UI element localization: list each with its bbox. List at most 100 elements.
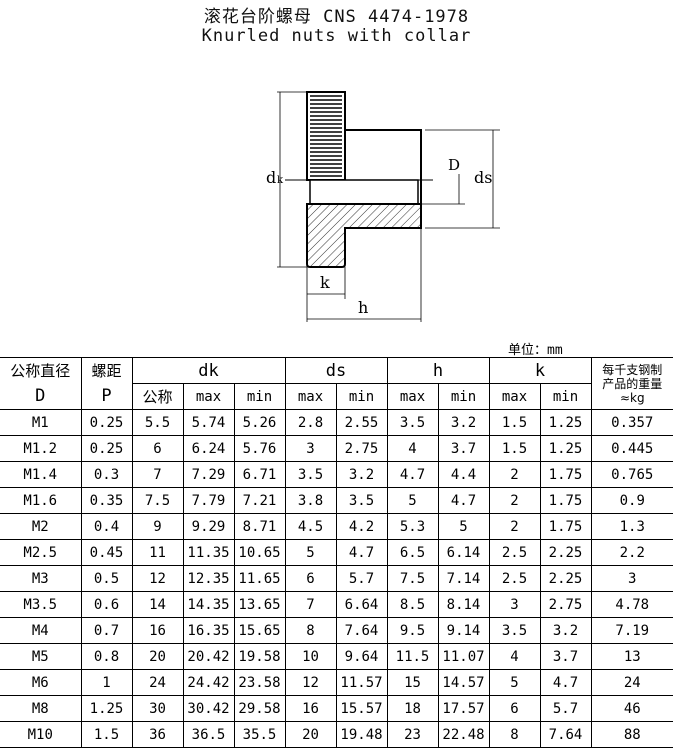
table-cell: 10 bbox=[284, 643, 337, 670]
table-cell: 7.5 bbox=[131, 487, 184, 514]
table-cell: 36 bbox=[131, 721, 184, 748]
header-d: D bbox=[0, 383, 82, 410]
k-label: k bbox=[320, 273, 330, 292]
table-cell: 5 bbox=[386, 487, 439, 514]
table-cell: 1.25 bbox=[80, 695, 133, 722]
header-h: h bbox=[386, 357, 490, 384]
table-cell: 3.5 bbox=[335, 487, 388, 514]
table-cell: 9.14 bbox=[437, 617, 490, 644]
table-cell: 19.58 bbox=[233, 643, 286, 670]
table-cell: M8 bbox=[0, 695, 82, 722]
table-cell: 20 bbox=[131, 643, 184, 670]
table-cell: 4.78 bbox=[590, 591, 673, 618]
table-cell: 24 bbox=[131, 669, 184, 696]
table-cell: 4.7 bbox=[335, 539, 388, 566]
table-cell: 5.7 bbox=[335, 565, 388, 592]
table-cell: 5.7 bbox=[539, 695, 592, 722]
header-dk: dk bbox=[131, 357, 286, 384]
table-cell: M5 bbox=[0, 643, 82, 670]
section-hatch bbox=[306, 203, 422, 268]
table-cell: 1.5 bbox=[488, 435, 541, 462]
table-cell: 20.42 bbox=[182, 643, 235, 670]
header-p-cn: 螺距 bbox=[80, 357, 133, 384]
table-cell: 11.35 bbox=[182, 539, 235, 566]
table-cell: 18 bbox=[386, 695, 439, 722]
table-cell: 0.25 bbox=[80, 435, 133, 462]
table-cell: 6.71 bbox=[233, 461, 286, 488]
table-cell: 3.5 bbox=[386, 409, 439, 436]
table-cell: 1.5 bbox=[80, 721, 133, 748]
table-cell: 11 bbox=[131, 539, 184, 566]
table-cell: 6 bbox=[284, 565, 337, 592]
svg-text:k: k bbox=[277, 175, 284, 186]
table-cell: 1.25 bbox=[539, 435, 592, 462]
table-cell: 1 bbox=[80, 669, 133, 696]
table-cell: 16.35 bbox=[182, 617, 235, 644]
table-cell: 2.55 bbox=[335, 409, 388, 436]
table-cell: 11.57 bbox=[335, 669, 388, 696]
header-dk-nominal: 公称 bbox=[131, 383, 184, 410]
table-cell: 9.29 bbox=[182, 513, 235, 540]
table-cell: 3.8 bbox=[284, 487, 337, 514]
header-d-cn: 公称直径 bbox=[0, 357, 82, 384]
table-cell: 2.25 bbox=[539, 539, 592, 566]
table-cell: 0.4 bbox=[80, 513, 133, 540]
table-cell: 7.5 bbox=[386, 565, 439, 592]
table-cell: 5 bbox=[437, 513, 490, 540]
table-cell: 35.5 bbox=[233, 721, 286, 748]
table-cell: 11.65 bbox=[233, 565, 286, 592]
table-cell: 14.35 bbox=[182, 591, 235, 618]
table-cell: 88 bbox=[590, 721, 673, 748]
table-cell: M1.6 bbox=[0, 487, 82, 514]
table-cell: M6 bbox=[0, 669, 82, 696]
table-cell: 2.2 bbox=[590, 539, 673, 566]
header-h-min: min bbox=[437, 383, 490, 410]
table-cell: 11.5 bbox=[386, 643, 439, 670]
table-cell: 5.5 bbox=[131, 409, 184, 436]
table-cell: 12.35 bbox=[182, 565, 235, 592]
table-cell: 36.5 bbox=[182, 721, 235, 748]
table-cell: M4 bbox=[0, 617, 82, 644]
table-cell: 2 bbox=[488, 487, 541, 514]
header-dk-max: max bbox=[182, 383, 235, 410]
table-cell: 7.79 bbox=[182, 487, 235, 514]
h-label: h bbox=[358, 298, 368, 317]
table-cell: 2.8 bbox=[284, 409, 337, 436]
table-cell: 7.64 bbox=[335, 617, 388, 644]
table-cell: 8.14 bbox=[437, 591, 490, 618]
table-cell: 5.76 bbox=[233, 435, 286, 462]
table-cell: 4.7 bbox=[539, 669, 592, 696]
table-cell: 19.48 bbox=[335, 721, 388, 748]
table-cell: M1 bbox=[0, 409, 82, 436]
table-cell: 3.5 bbox=[284, 461, 337, 488]
table-cell: 0.445 bbox=[590, 435, 673, 462]
table-cell: 23.58 bbox=[233, 669, 286, 696]
table-cell: 7.21 bbox=[233, 487, 286, 514]
table-cell: 4.7 bbox=[386, 461, 439, 488]
table-cell: 5 bbox=[488, 669, 541, 696]
D-label: D bbox=[448, 156, 460, 174]
table-cell: 9 bbox=[131, 513, 184, 540]
table-cell: 1.75 bbox=[539, 513, 592, 540]
table-cell: 3.7 bbox=[539, 643, 592, 670]
table-cell: M1.2 bbox=[0, 435, 82, 462]
table-cell: M1.4 bbox=[0, 461, 82, 488]
page-title-en: Knurled nuts with collar bbox=[201, 26, 472, 46]
table-cell: 12 bbox=[284, 669, 337, 696]
header-ds: ds bbox=[284, 357, 388, 384]
table-cell: 2.5 bbox=[488, 539, 541, 566]
header-p: P bbox=[80, 383, 133, 410]
table-cell: 6.64 bbox=[335, 591, 388, 618]
table-cell: 16 bbox=[131, 617, 184, 644]
table-cell: 20 bbox=[284, 721, 337, 748]
table-cell: 14 bbox=[131, 591, 184, 618]
header-k-min: min bbox=[539, 383, 591, 410]
table-cell: 24 bbox=[590, 669, 673, 696]
table-cell: 2 bbox=[488, 513, 541, 540]
